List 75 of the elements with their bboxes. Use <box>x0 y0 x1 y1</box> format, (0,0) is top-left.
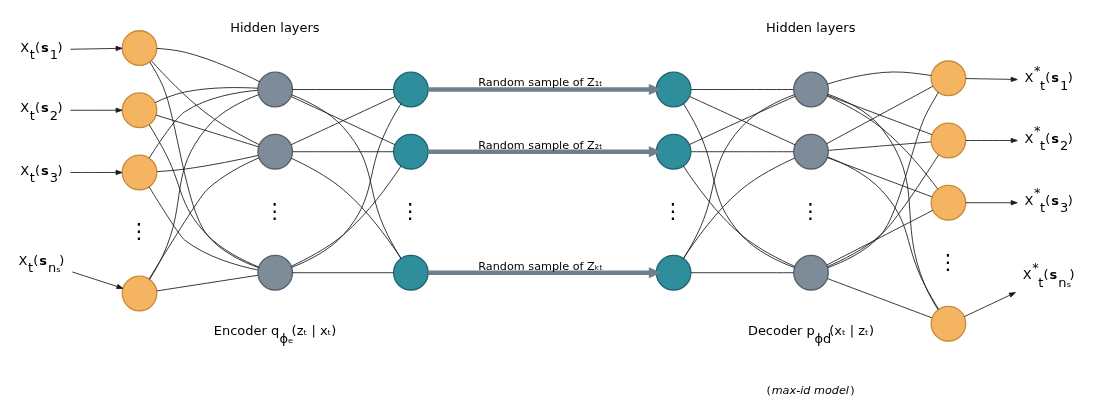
node-circle <box>930 59 967 96</box>
connector <box>827 277 933 318</box>
connector <box>292 88 394 90</box>
arrow <box>965 76 1018 82</box>
connector <box>827 91 939 268</box>
arrow <box>70 107 123 113</box>
label: Hidden layers <box>230 19 320 35</box>
label: ⋮ <box>800 198 821 223</box>
arrow <box>965 199 1018 205</box>
node-circle <box>121 91 158 128</box>
edge-label: Random sample of Z₂ₜ <box>478 138 603 152</box>
connector <box>826 85 934 144</box>
connector <box>827 71 932 84</box>
label: ⋮ <box>937 249 959 274</box>
connector <box>690 150 794 152</box>
label: ⋮ <box>264 198 286 223</box>
connector <box>148 89 259 159</box>
edge-label: Random sample of Z₁ₜ <box>478 75 603 89</box>
node-circle <box>392 71 429 107</box>
connector <box>826 209 934 266</box>
label: ⋮ <box>128 218 150 243</box>
connector <box>156 47 261 82</box>
connector <box>827 94 933 135</box>
arrow <box>428 145 662 157</box>
connector <box>826 95 939 189</box>
node-circle <box>257 254 294 291</box>
node-circle <box>793 71 829 107</box>
arrow <box>71 271 124 289</box>
node-circle <box>655 71 692 107</box>
connector <box>827 156 939 310</box>
label: (max-id model) <box>766 383 855 397</box>
node-circle <box>392 254 429 291</box>
connector <box>690 271 794 273</box>
node-circle <box>793 254 829 291</box>
node-circle <box>930 122 967 158</box>
node-circle <box>121 29 158 66</box>
node-circle <box>930 184 967 221</box>
connector <box>827 156 933 197</box>
connector <box>148 124 260 267</box>
label: Hidden layers <box>766 19 856 35</box>
connector <box>828 140 932 151</box>
connector <box>149 61 259 268</box>
connector <box>827 93 939 310</box>
node-circle <box>655 133 692 170</box>
label: ⋮ <box>662 198 684 223</box>
connector <box>292 271 394 273</box>
connector <box>156 274 259 291</box>
connector <box>154 86 259 103</box>
arrow <box>70 45 123 51</box>
node-circle <box>655 254 692 291</box>
edge-label: Random sample of Zₖₜ <box>478 259 603 273</box>
node-circle <box>121 154 158 190</box>
node-circle <box>121 275 158 311</box>
arrow <box>428 266 662 278</box>
node-circle <box>392 133 429 170</box>
node-circle <box>257 71 294 107</box>
label: ⋮ <box>400 198 421 223</box>
connector <box>148 186 259 270</box>
arrow <box>965 137 1018 143</box>
node-circle <box>257 133 294 170</box>
connector <box>690 88 794 90</box>
connector <box>290 95 396 145</box>
connector <box>156 154 259 172</box>
arrow <box>963 291 1016 317</box>
node-circle <box>930 305 967 342</box>
connector <box>689 95 796 145</box>
node-circle <box>793 133 829 170</box>
connector <box>149 93 259 280</box>
arrow <box>428 83 662 95</box>
connector <box>151 60 260 145</box>
arrow <box>70 169 123 175</box>
connector <box>155 114 259 147</box>
connector <box>827 154 939 267</box>
connector <box>292 150 394 152</box>
connector <box>148 156 260 279</box>
